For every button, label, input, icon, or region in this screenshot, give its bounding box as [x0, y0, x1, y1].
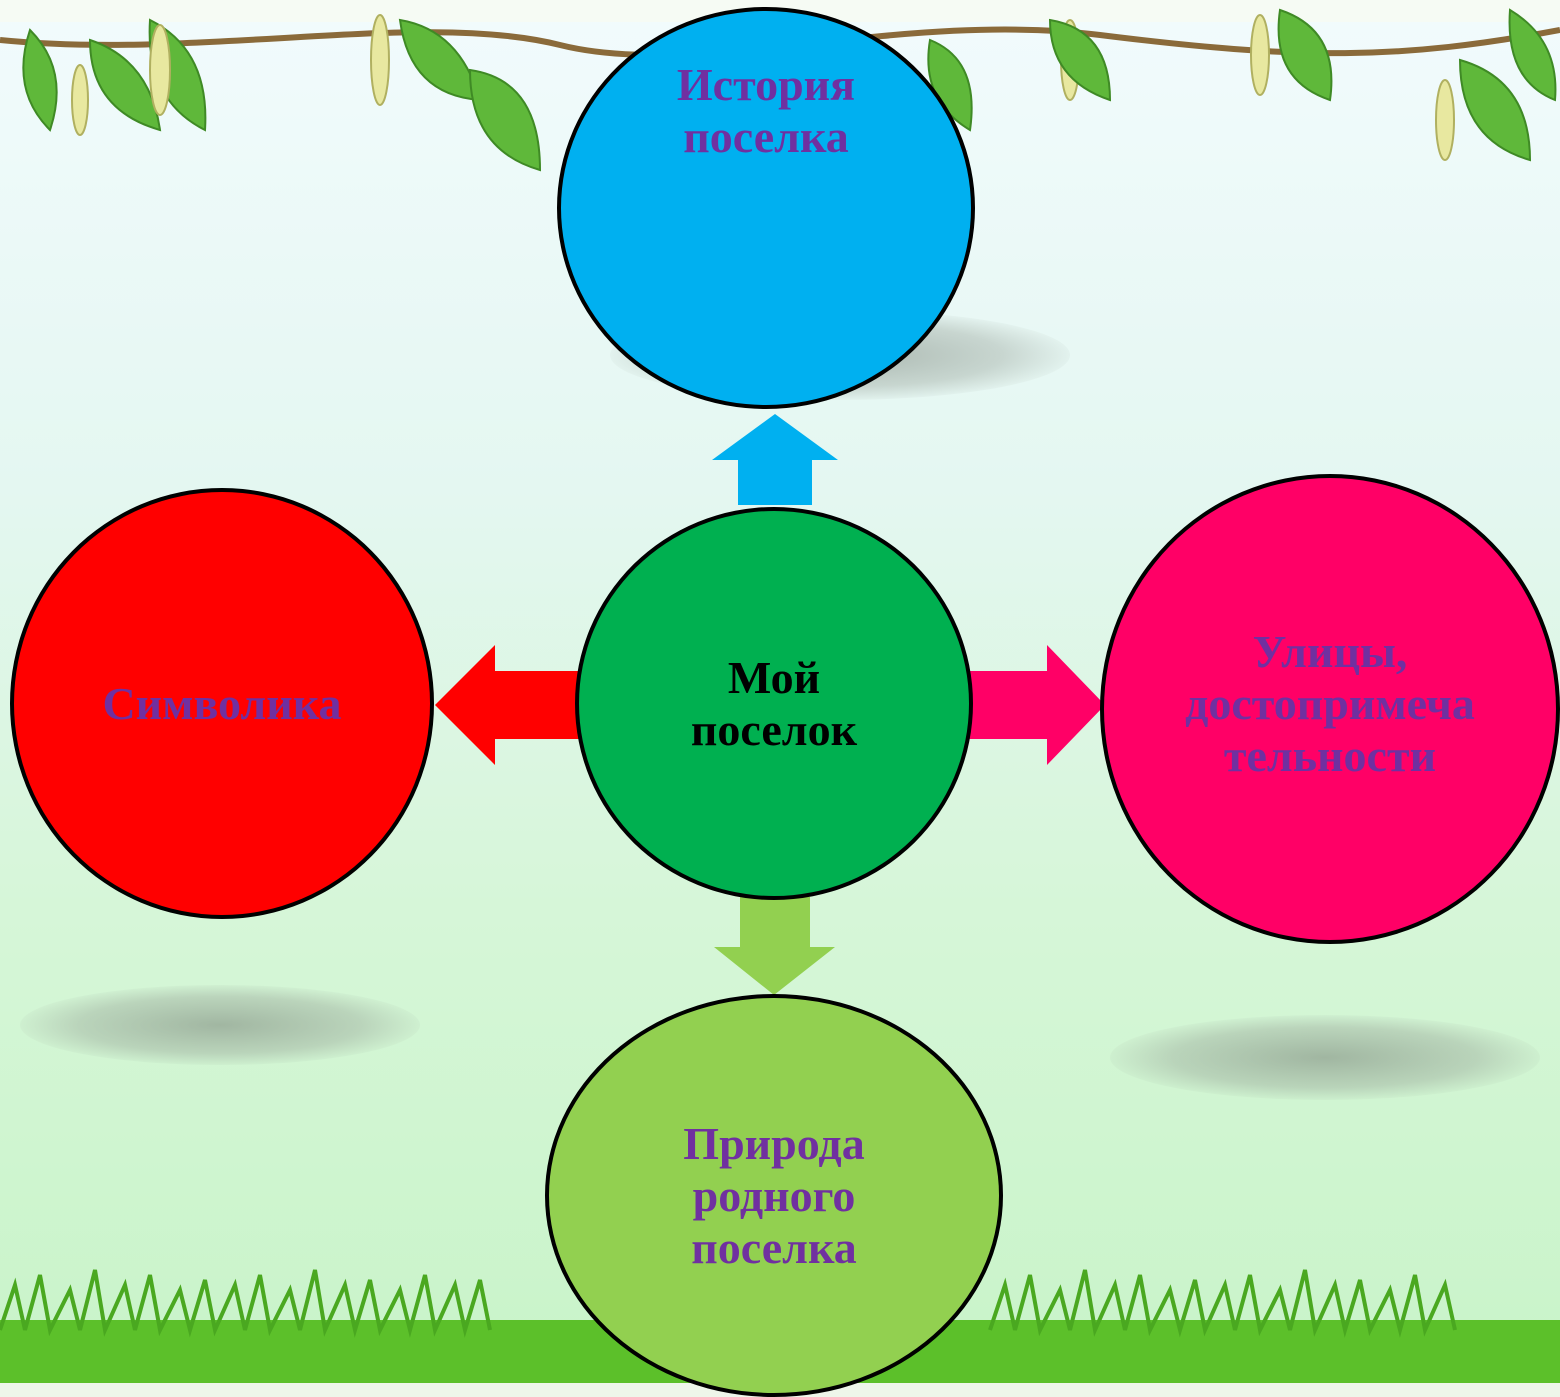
arrow-down-nature: [714, 897, 835, 995]
streets-shadow: [1110, 1015, 1540, 1100]
leaf-icon: [468, 68, 542, 172]
node-symbols: Символика: [10, 488, 434, 919]
leaf-icon: [1277, 8, 1333, 102]
node-nature-label: Природа родного поселка: [683, 1117, 865, 1273]
node-history-label: История поселка: [676, 58, 856, 162]
node-center: Мой поселок: [575, 507, 973, 900]
node-streets: Улицы, достопримеча тельности: [1100, 474, 1560, 944]
leaf-icon: [1458, 58, 1532, 162]
node-symbols-label: Символика: [102, 677, 342, 729]
node-nature: Природа родного поселка: [545, 994, 1003, 1397]
arrow-up-history: [712, 414, 838, 505]
grass: [0, 1269, 1457, 1338]
leaf-cluster-left: [22, 18, 542, 172]
leaf-icon: [927, 38, 973, 132]
arrow-right-streets: [964, 645, 1105, 765]
node-streets-label: Улицы, достопримеча тельности: [1185, 626, 1475, 781]
arrow-left-shape: [435, 645, 581, 765]
leaf-icon: [22, 28, 58, 132]
arrow-up-shape: [712, 414, 838, 505]
arrow-down-shape: [714, 897, 835, 995]
symbols-shadow: [20, 985, 420, 1065]
leaf-icon: [88, 38, 162, 132]
leaf-icon: [1508, 8, 1557, 102]
leaf-cluster-right: [927, 8, 1557, 162]
arrow-left-symbols: [435, 645, 581, 765]
leaf-icon: [1048, 18, 1112, 102]
node-center-label: Мой поселок: [690, 651, 858, 755]
node-history: История поселка: [557, 7, 975, 409]
arrow-right-shape: [964, 645, 1105, 765]
